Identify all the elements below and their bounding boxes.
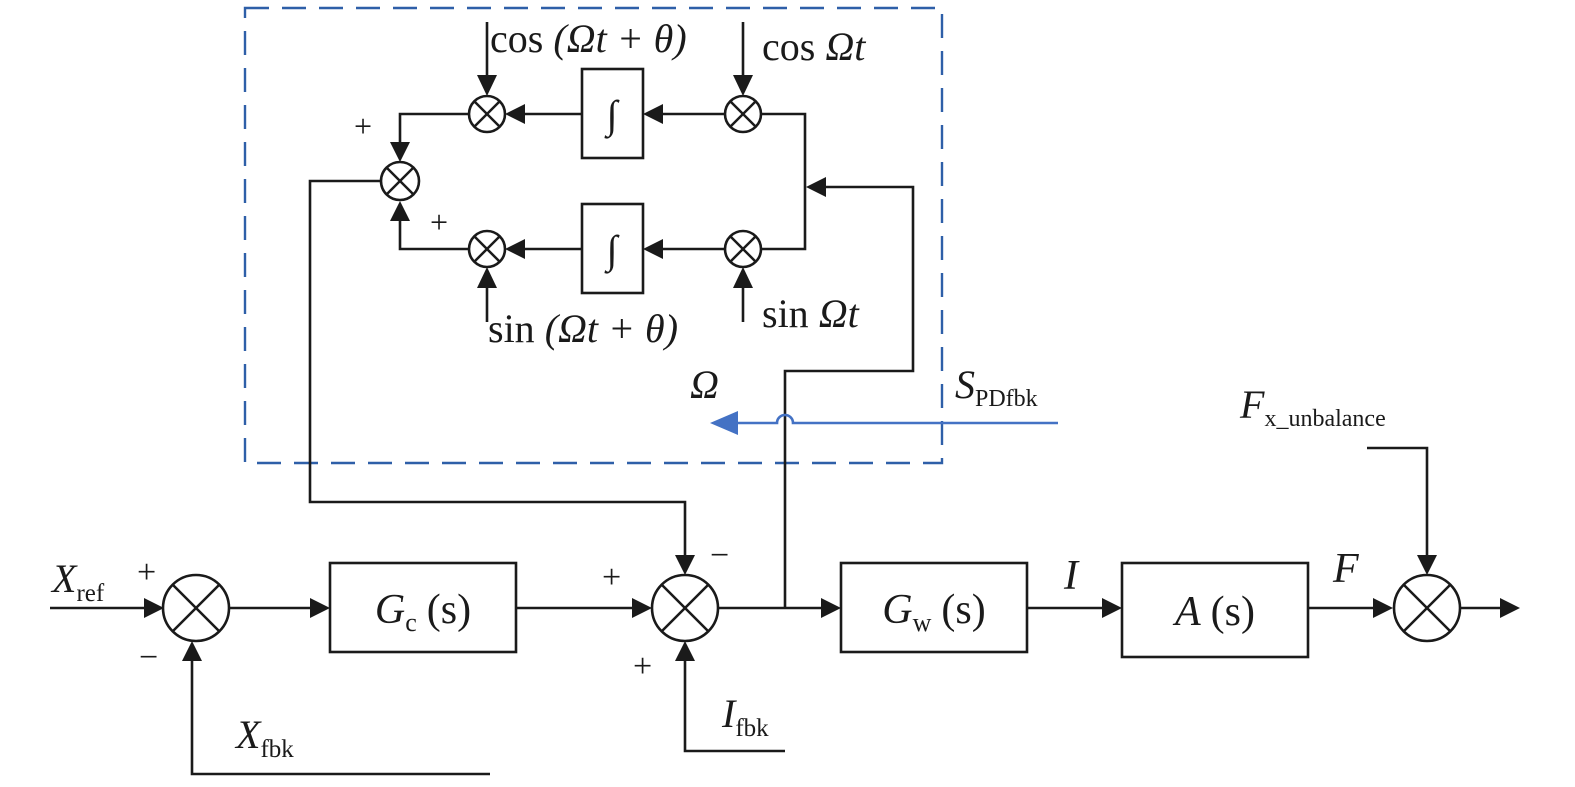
f-unbalance-label: Fx_unbalance bbox=[1239, 382, 1386, 432]
sum-junction-notch bbox=[379, 160, 421, 202]
inner-plus-bottom-sign: + bbox=[430, 204, 448, 240]
gw-label: Gw(s) bbox=[882, 587, 985, 637]
notch-inner-wires bbox=[390, 22, 807, 322]
inner-plus-top-sign: + bbox=[354, 108, 372, 144]
as-block bbox=[1120, 561, 1310, 659]
gc-label: Gc(s) bbox=[375, 587, 471, 637]
ifbk-label: Ifbk bbox=[721, 691, 769, 742]
multiplier-bottom-right bbox=[723, 229, 763, 269]
main-loop-wires bbox=[50, 177, 1520, 776]
xfbk-minus-sign: − bbox=[139, 639, 158, 676]
integrator-bottom-symbol: ∫ bbox=[604, 227, 621, 274]
current-label: I bbox=[1063, 553, 1080, 599]
integrator-top-block bbox=[580, 67, 645, 160]
sum-junction-xref bbox=[163, 575, 229, 641]
sum-junction-current bbox=[652, 575, 718, 641]
sum2-plus-left-sign: + bbox=[602, 559, 621, 596]
sum2-minus-top-sign: − bbox=[710, 537, 729, 574]
as-label: A(s) bbox=[1172, 589, 1255, 635]
notch-filter-dashed-frame bbox=[243, 6, 944, 465]
xref-plus-sign: + bbox=[137, 554, 156, 591]
sin-shifted-label: sin(Ωt + θ) bbox=[488, 306, 678, 351]
gw-block bbox=[839, 561, 1029, 654]
omega-arrowhead bbox=[710, 411, 738, 435]
sum2-plus-bottom-sign: + bbox=[633, 648, 652, 685]
multiplier-top-left bbox=[467, 94, 507, 134]
xfbk-label: Xfbk bbox=[234, 712, 294, 763]
s-pdfbk-label: SPDfbk bbox=[955, 362, 1038, 412]
gc-block bbox=[328, 561, 518, 654]
sum-junction-force bbox=[1394, 575, 1460, 641]
integrator-bottom-block bbox=[580, 202, 645, 295]
force-label: F bbox=[1332, 546, 1359, 592]
xref-label: Xref bbox=[50, 556, 105, 607]
omega-label: Ω bbox=[690, 362, 719, 407]
multiplier-top-right bbox=[723, 94, 763, 134]
integrator-top-symbol: ∫ bbox=[604, 92, 621, 139]
multiplier-bottom-left bbox=[467, 229, 507, 269]
cos-shifted-label: cos(Ωt + θ) bbox=[490, 16, 687, 61]
speed-signal-line bbox=[710, 411, 1058, 435]
